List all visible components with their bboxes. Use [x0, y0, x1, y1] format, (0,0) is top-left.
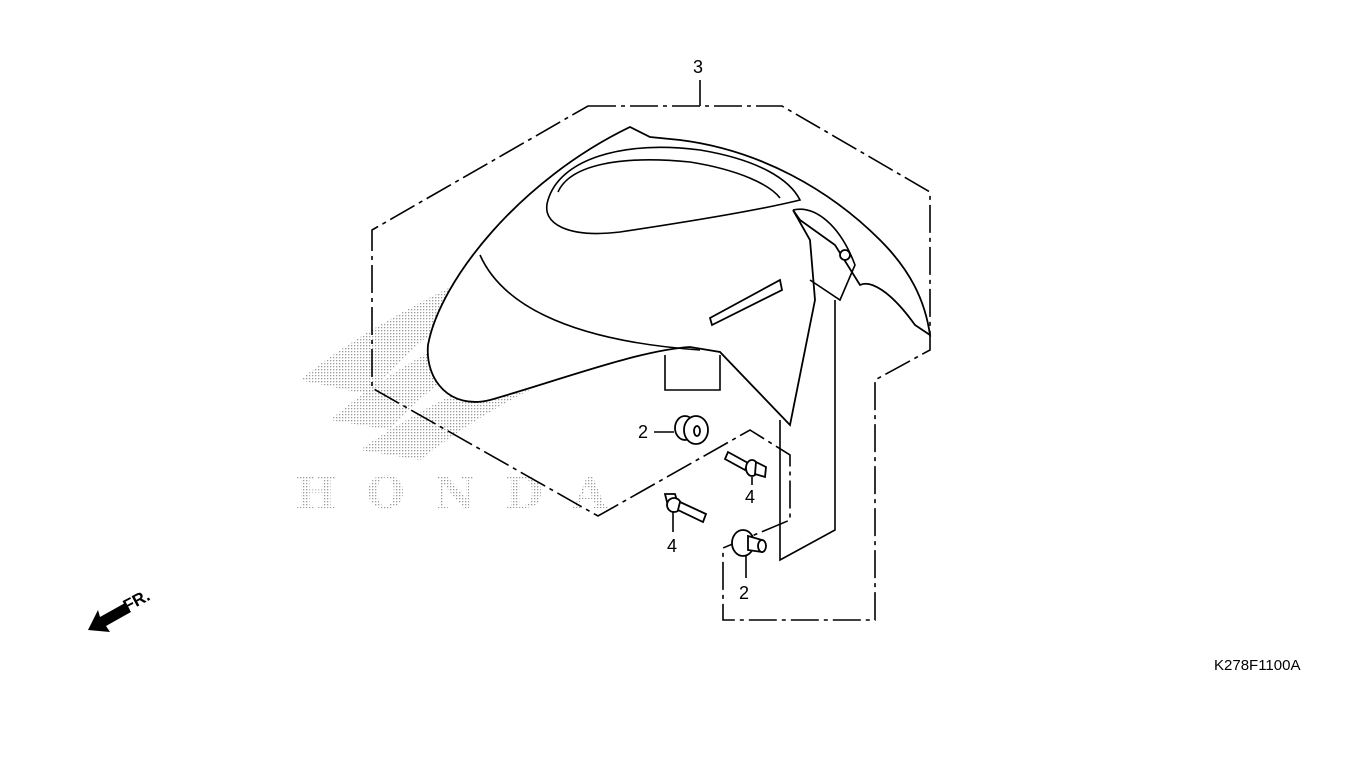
callout-2-lower: 2: [739, 583, 749, 603]
honda-logo-text: HONDA: [295, 468, 608, 519]
drawing-code: K278F1100A: [1214, 657, 1301, 674]
bolt-right: [723, 450, 767, 479]
callout-4-right: 4: [745, 487, 755, 507]
front-fender: [426, 125, 932, 562]
callout-3: 3: [693, 57, 703, 77]
grommet-lower: [731, 529, 767, 557]
grommet-upper: [674, 415, 709, 445]
callout-2-upper: 2: [638, 422, 648, 442]
front-direction-arrow-icon: [88, 603, 131, 632]
bolt-left: [663, 493, 708, 524]
callout-4-left: 4: [667, 536, 677, 556]
